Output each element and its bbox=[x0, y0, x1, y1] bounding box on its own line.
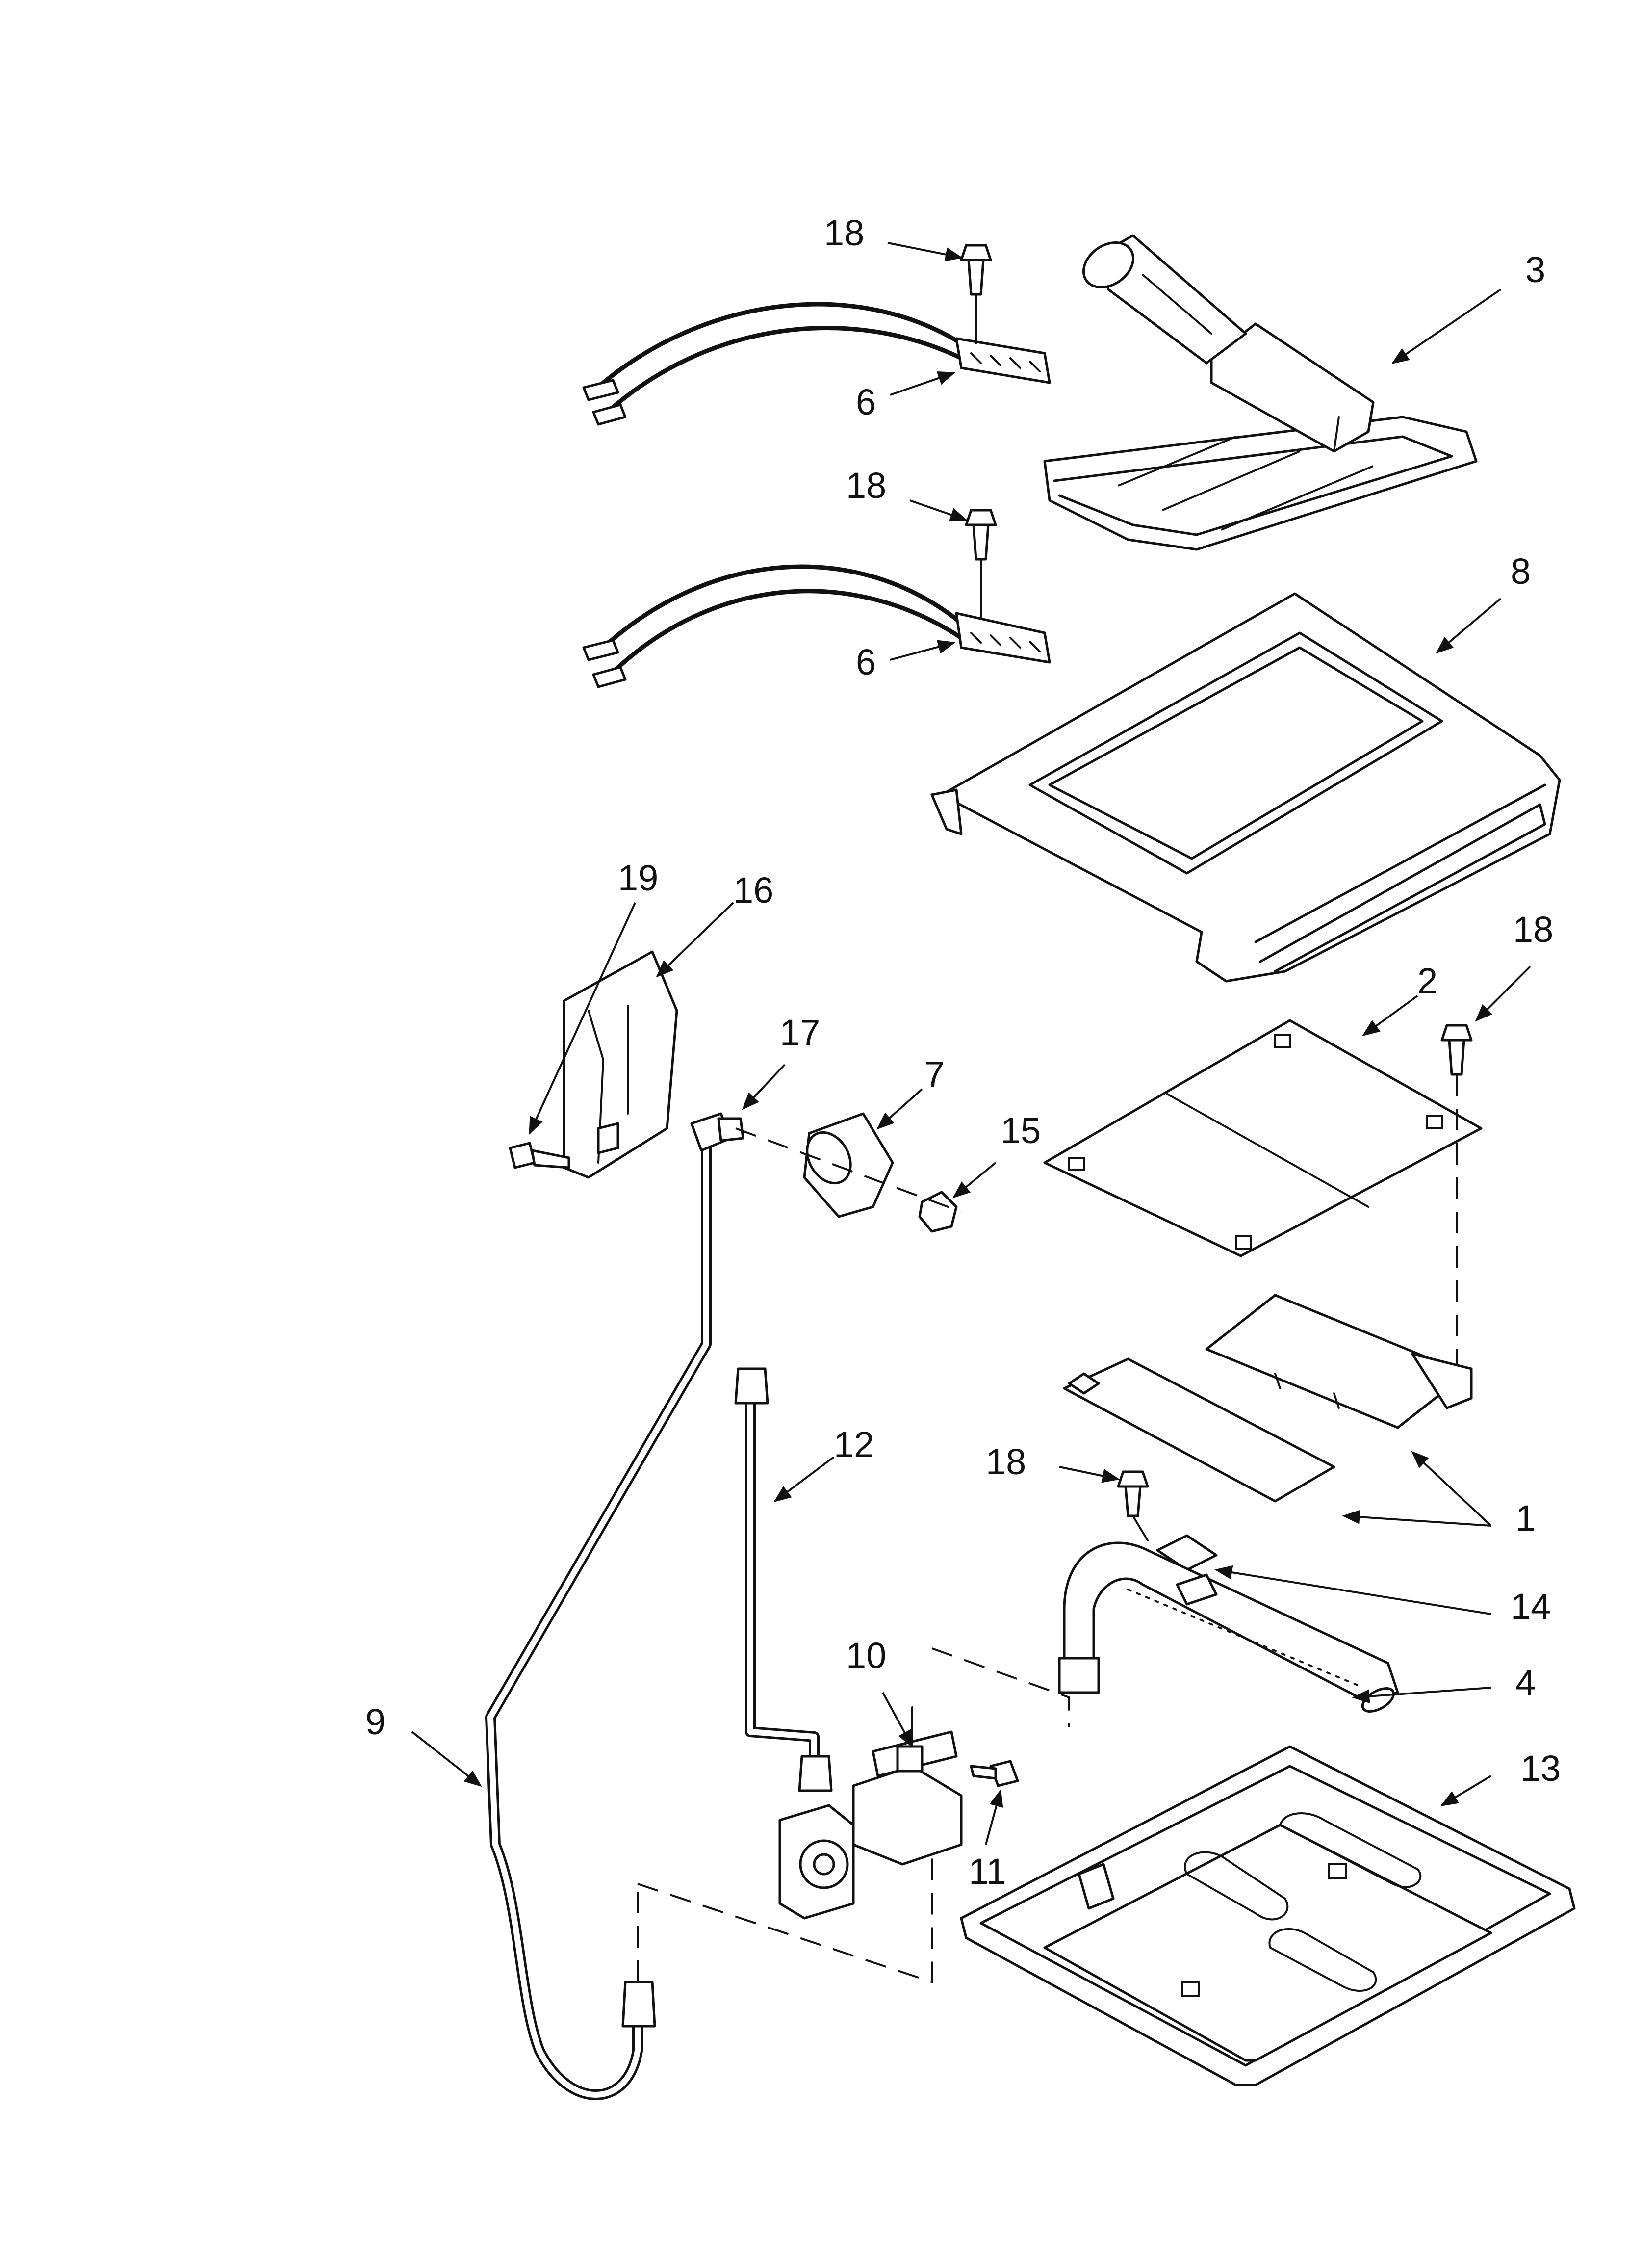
screw-18-bracket bbox=[1117, 1470, 1149, 1541]
callout-18: 18 bbox=[986, 1441, 1026, 1482]
part-1-brackets bbox=[1063, 1294, 1473, 1503]
screw-18-right bbox=[1440, 1024, 1473, 1076]
callout-4: 4 bbox=[1515, 1662, 1536, 1703]
part-8-top-panel bbox=[930, 592, 1561, 983]
callout-18: 18 bbox=[824, 212, 864, 253]
screw-18-lower bbox=[965, 509, 997, 619]
callout-labels: 18 3 6 18 8 6 19 16 18 2 17 7 15 12 18 1… bbox=[365, 212, 1561, 1892]
part-17-orifice bbox=[717, 1117, 744, 1142]
part-15-nut bbox=[918, 1191, 958, 1233]
callout-7: 7 bbox=[924, 1054, 945, 1095]
alignment-line-10-4 bbox=[931, 1647, 1070, 1727]
part-9-gas-tube bbox=[485, 1112, 732, 2100]
screw-19 bbox=[509, 1142, 570, 1169]
part-13-pan bbox=[960, 1745, 1576, 2086]
callout-2: 2 bbox=[1417, 961, 1437, 1001]
alignment-line-17-15 bbox=[735, 1127, 962, 1213]
callout-9: 9 bbox=[365, 1701, 385, 1742]
part-3-burner-cover bbox=[1043, 234, 1478, 551]
part-7-air-shutter bbox=[803, 1112, 894, 1218]
callout-15: 15 bbox=[1001, 1110, 1041, 1151]
part-2-shield bbox=[1043, 1019, 1483, 1257]
callout-11: 11 bbox=[969, 1851, 1006, 1892]
part-6-sensor-upper bbox=[582, 302, 1051, 426]
callout-13: 13 bbox=[1520, 1748, 1561, 1789]
callout-16: 16 bbox=[733, 870, 773, 911]
callout-19: 19 bbox=[618, 858, 658, 898]
screw-11 bbox=[970, 1760, 1019, 1787]
callout-1: 1 bbox=[1515, 1498, 1536, 1538]
alignment-line-9-10 bbox=[637, 1850, 933, 1983]
screw-18-upper bbox=[960, 244, 992, 344]
part-16-bracket bbox=[563, 950, 678, 1179]
callout-17: 17 bbox=[780, 1012, 820, 1053]
callout-6: 6 bbox=[856, 382, 876, 422]
callout-14: 14 bbox=[1511, 1586, 1551, 1627]
callout-6: 6 bbox=[856, 642, 876, 682]
part-10-gas-valve bbox=[778, 1706, 963, 1920]
callout-10: 10 bbox=[846, 1635, 886, 1676]
callout-8: 8 bbox=[1511, 551, 1531, 592]
part-6-sensor-lower bbox=[582, 564, 1051, 688]
part-12-tube bbox=[734, 1367, 833, 1792]
callout-18: 18 bbox=[846, 465, 886, 506]
callout-12: 12 bbox=[834, 1424, 874, 1465]
callout-3: 3 bbox=[1525, 249, 1545, 290]
part-4-burner bbox=[1058, 1541, 1399, 1713]
leader-lines bbox=[411, 242, 1531, 1845]
callout-18: 18 bbox=[1513, 909, 1553, 950]
